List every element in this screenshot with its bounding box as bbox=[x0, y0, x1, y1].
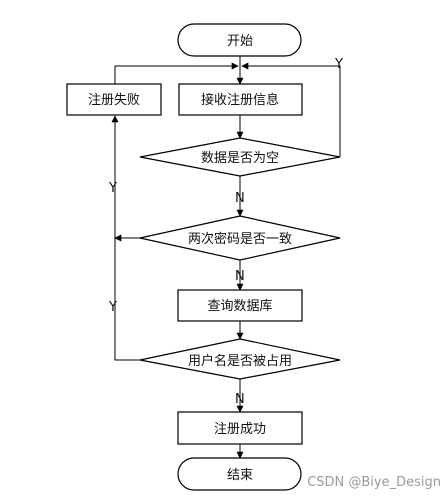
node-register-success-label: 注册成功 bbox=[214, 422, 266, 437]
node-username-taken: 用户名是否被占用 bbox=[139, 338, 341, 380]
label-empty-no: N bbox=[235, 191, 245, 206]
node-password-match: 两次密码是否一致 bbox=[139, 215, 341, 261]
edge-fail-to-receive bbox=[114, 62, 239, 84]
node-username-taken-label: 用户名是否被占用 bbox=[188, 353, 292, 369]
edge-taken-yes-to-fail bbox=[111, 115, 140, 361]
node-query-db-label: 查询数据库 bbox=[207, 298, 272, 314]
node-data-empty-label: 数据是否为空 bbox=[201, 151, 279, 166]
label-taken-yes: Y bbox=[108, 300, 117, 315]
label-empty-yes: Y bbox=[334, 57, 343, 72]
node-receive-info-label: 接收注册信息 bbox=[201, 92, 279, 108]
edge-empty-yes-loop bbox=[241, 62, 341, 157]
node-end-label: 结束 bbox=[227, 468, 253, 483]
watermark-text: CSDN @Biye_Design bbox=[307, 475, 441, 490]
connectors bbox=[111, 56, 341, 459]
node-register-fail-label: 注册失败 bbox=[88, 93, 140, 108]
node-receive-info: 接收注册信息 bbox=[178, 83, 303, 116]
label-password-yes: Y bbox=[108, 181, 117, 196]
node-register-success: 注册成功 bbox=[177, 411, 303, 445]
node-start-label: 开始 bbox=[227, 34, 253, 49]
node-password-match-label: 两次密码是否一致 bbox=[188, 231, 292, 247]
node-query-db: 查询数据库 bbox=[177, 289, 303, 322]
label-taken-no: N bbox=[235, 392, 245, 407]
node-end: 结束 bbox=[177, 457, 302, 491]
node-start: 开始 bbox=[177, 23, 302, 57]
node-data-empty: 数据是否为空 bbox=[139, 137, 341, 177]
node-register-fail: 注册失败 bbox=[66, 83, 162, 116]
label-password-no: N bbox=[235, 269, 245, 284]
